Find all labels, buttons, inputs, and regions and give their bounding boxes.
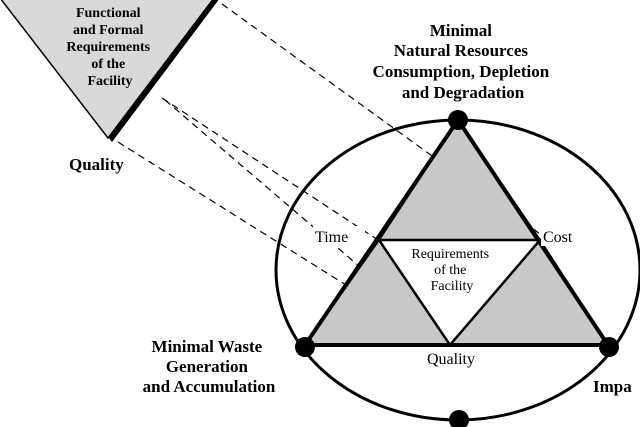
center-line-1: Requirements xyxy=(411,247,489,262)
impact-label: Impa xyxy=(593,377,632,396)
left-vertex-node xyxy=(295,337,315,357)
center-line-3: Facility xyxy=(431,279,474,294)
quality-inner-label: Quality xyxy=(427,351,475,368)
quality-outer-label: Quality xyxy=(69,155,124,174)
waste-line-3: and Accumulation xyxy=(143,377,276,396)
functional-triangle-label: Functional and Formal Requirements of th… xyxy=(66,6,153,89)
outer-triangle-outline xyxy=(303,118,610,347)
natural-line-1: Minimal xyxy=(430,21,493,40)
bottom-vertex-node xyxy=(449,410,469,427)
time-label: Time xyxy=(315,229,348,246)
natural-resources-label: Minimal Natural Resources Consumption, D… xyxy=(373,21,554,102)
functional-line-3: Requirements xyxy=(66,40,150,55)
functional-line-1: Functional xyxy=(76,6,141,21)
sustainability-triangle xyxy=(303,118,610,348)
waste-line-1: Minimal Waste xyxy=(152,337,263,356)
center-line-2: of the xyxy=(434,263,466,278)
top-subtriangle xyxy=(377,118,542,241)
functional-line-4: of the xyxy=(91,57,125,72)
dashed-line-2 xyxy=(161,97,379,241)
waste-label: Minimal Waste Generation and Accumulatio… xyxy=(143,337,276,396)
top-vertex-node xyxy=(448,110,468,130)
functional-requirements-triangle: Functional and Formal Requirements of th… xyxy=(0,0,219,142)
right-vertex-node xyxy=(599,337,619,357)
natural-line-2: Natural Resources xyxy=(394,41,529,60)
functional-line-5: Facility xyxy=(87,74,132,89)
center-subtriangle xyxy=(376,238,543,348)
quality-inner-label-bg xyxy=(412,349,490,369)
functional-line-2: and Formal xyxy=(73,23,144,38)
cost-label: Cost xyxy=(543,229,573,246)
vertex-nodes xyxy=(295,110,619,427)
natural-line-3: Consumption, Depletion xyxy=(373,62,550,81)
waste-line-2: Generation xyxy=(166,357,249,376)
time-label-bg xyxy=(313,226,365,246)
cost-label-bg xyxy=(541,226,587,246)
center-requirements-label: Requirements of the Facility xyxy=(411,247,492,294)
functional-triangle-shape xyxy=(0,0,214,140)
natural-line-4: and Degradation xyxy=(402,83,525,102)
